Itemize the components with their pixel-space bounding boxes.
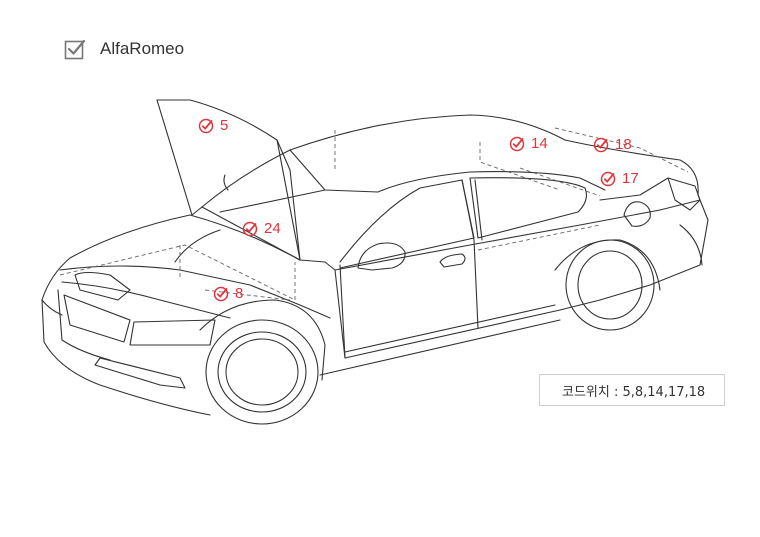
check-circle-icon: [509, 136, 525, 151]
marker-label: 17: [622, 170, 639, 187]
checkbox-icon: [64, 38, 86, 60]
check-circle-icon: [213, 286, 229, 301]
check-circle-icon: [242, 221, 258, 236]
marker-18[interactable]: 18: [593, 136, 632, 153]
marker-14[interactable]: 14: [509, 135, 548, 152]
check-circle-icon: [198, 118, 214, 133]
marker-label: 5: [220, 117, 229, 134]
marker-label: 14: [531, 135, 548, 152]
marker-label: 8: [235, 285, 244, 302]
code-location-text: 코드위치 : 5,8,14,17,18: [562, 384, 706, 400]
marker-17[interactable]: 17: [600, 170, 639, 187]
marker-5[interactable]: 5: [198, 117, 228, 134]
marker-24[interactable]: 24: [242, 220, 281, 237]
check-circle-icon: [600, 171, 616, 186]
marker-8[interactable]: 8: [213, 285, 243, 302]
marker-label: 18: [615, 136, 632, 153]
brand-title: AlfaRomeo: [100, 39, 185, 58]
check-circle-icon: [593, 137, 609, 152]
header: AlfaRomeo: [64, 38, 184, 60]
code-location-box: 코드위치 : 5,8,14,17,18: [539, 374, 725, 406]
marker-label: 24: [264, 220, 281, 237]
